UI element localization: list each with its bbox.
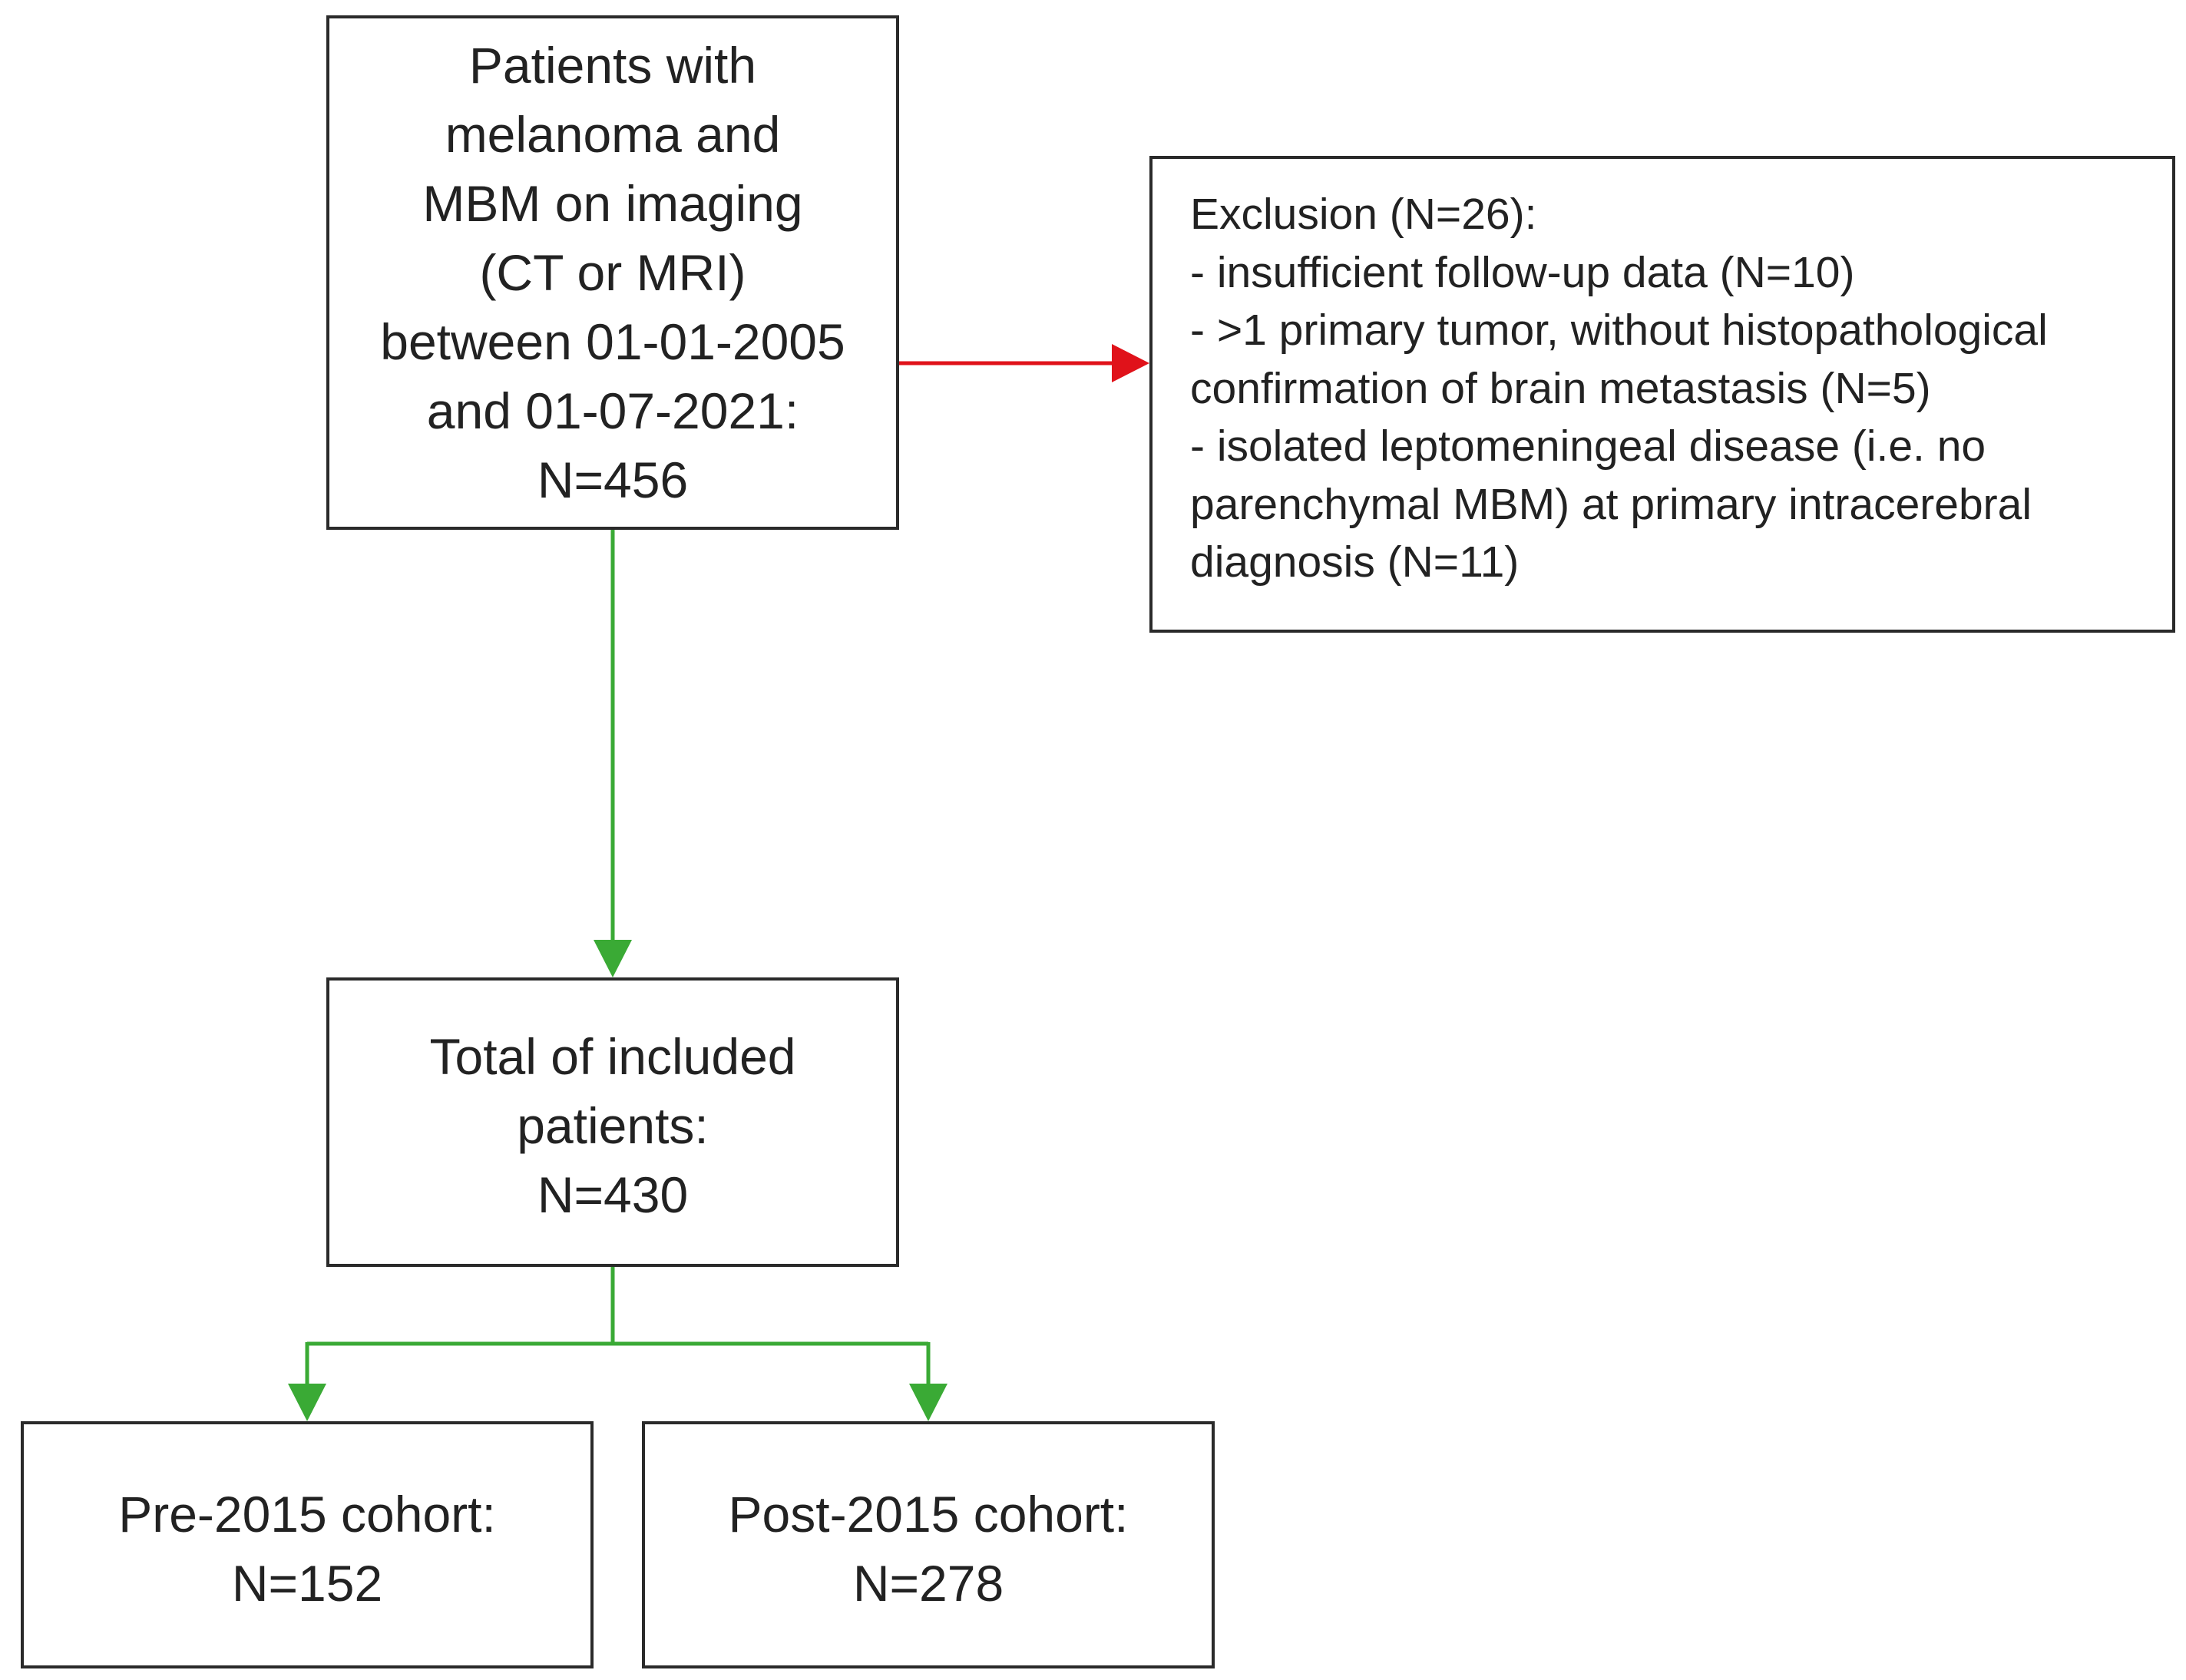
box-text-line: melanoma and [445, 106, 781, 163]
box-text-line: (CT or MRI) [479, 244, 746, 301]
box-text-line: diagnosis (N=11) [1190, 537, 1520, 587]
included-patients-box: Total of included patients: N=430 [326, 977, 899, 1267]
box-text-line: Total of included [429, 1027, 796, 1085]
box-text-line: Patients with [468, 37, 757, 94]
box-text-line: between 01-01-2005 [380, 313, 845, 370]
patients-screened-box: Patients with melanoma and MBM on imagin… [326, 15, 899, 530]
box-text-line: N=430 [537, 1166, 689, 1223]
pre-2015-cohort-box: Pre-2015 cohort: N=152 [21, 1421, 594, 1668]
pre-cohort-arrowhead [288, 1384, 326, 1421]
box-text-line: Post-2015 cohort: [728, 1486, 1129, 1543]
box-text-line: N=152 [231, 1555, 383, 1612]
box-text-line: - >1 primary tumor, without histopatholo… [1190, 306, 2048, 355]
box-text-line: - insufficient follow-up data (N=10) [1190, 247, 1855, 297]
box-text-line: patients: [517, 1096, 709, 1154]
inclusion-arrowhead [594, 940, 632, 977]
post-cohort-arrowhead [909, 1384, 947, 1421]
box-text-line: MBM on imaging [422, 175, 803, 232]
post-2015-cohort-box: Post-2015 cohort: N=278 [642, 1421, 1215, 1668]
box-text-line: N=278 [852, 1555, 1004, 1612]
box-text-line: Pre-2015 cohort: [118, 1486, 496, 1543]
box-text-line: and 01-07-2021: [426, 382, 799, 439]
box-text-line: N=456 [537, 451, 689, 508]
box-text-line: confirmation of brain metastasis (N=5) [1190, 363, 1931, 413]
box-text-line: Exclusion (N=26): [1190, 190, 1537, 239]
exclusion-box: Exclusion (N=26): - insufficient follow-… [1149, 156, 2175, 633]
box-text-line: parenchymal MBM) at primary intracerebra… [1190, 479, 2032, 529]
box-text-line: - isolated leptomeningeal disease (i.e. … [1190, 422, 1986, 471]
exclusion-arrowhead [1112, 344, 1149, 382]
